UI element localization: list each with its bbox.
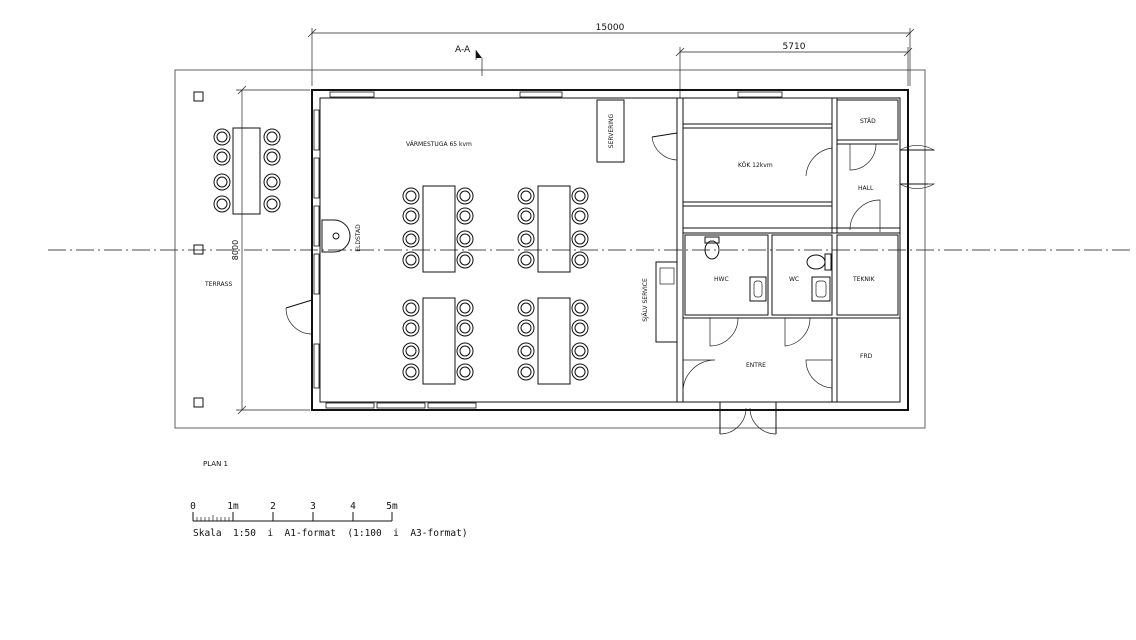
- dining-table-group: [402, 297, 474, 385]
- room-label-sjalvservice: SJÄLV SERVICE: [642, 278, 649, 322]
- building-inner-wall: [319, 97, 901, 403]
- window: [313, 109, 320, 151]
- window: [737, 91, 783, 98]
- room-label-teknik: TEKNIK: [852, 276, 876, 283]
- room-label-varmestuga: VÄRMESTUGA 65 kvm: [406, 141, 472, 148]
- dining-table-group: [517, 297, 589, 385]
- dimension-depth: 8000: [231, 85, 310, 415]
- window: [313, 157, 320, 199]
- terrace-door: [285, 299, 313, 335]
- teknik-room: [836, 234, 899, 316]
- dining-table-group: [517, 185, 589, 273]
- dining-table-group: [402, 185, 474, 273]
- room-label-terrass: TERRASS: [204, 281, 232, 288]
- plan-title: PLAN 1: [203, 460, 228, 468]
- stad-room: [836, 99, 899, 141]
- room-label-wc: WC: [789, 276, 799, 283]
- sink: [659, 267, 675, 285]
- window: [313, 253, 320, 295]
- scale-tick-5: 5m: [386, 501, 398, 512]
- overall-width-label: 15000: [596, 23, 625, 33]
- scale-tick-0: 0: [190, 501, 196, 512]
- self-service-counter: [655, 261, 678, 343]
- scale-tick-1: 1m: [227, 501, 239, 512]
- window: [325, 402, 375, 409]
- scale-tick-2: 2: [270, 501, 276, 512]
- scale-caption: Skala 1:50 i A1-format (1:100 i A3-forma…: [193, 528, 468, 539]
- depth-label: 8000: [231, 240, 240, 260]
- room-label-servering: SERVERING: [608, 113, 615, 148]
- window: [329, 91, 375, 98]
- entre-room: [682, 317, 900, 402]
- room-label-kok: KÖK 12kvm: [738, 162, 773, 169]
- dimension-overall: 15000: [307, 23, 915, 86]
- wc-room: [771, 234, 833, 316]
- window: [427, 402, 477, 409]
- terrace-post: [193, 91, 204, 102]
- terrace-table-group: [213, 127, 281, 215]
- room-label-entre: ENTRE: [746, 362, 766, 369]
- entrance-door: [719, 402, 777, 435]
- terrace-outline: [174, 69, 926, 429]
- window: [313, 205, 320, 247]
- building-outer-wall: [311, 89, 909, 411]
- window: [376, 402, 426, 409]
- room-label-eldstad: ELDSTAD: [355, 224, 362, 252]
- window: [313, 343, 320, 389]
- partition-wall: [676, 97, 684, 403]
- scale-tick-4: 4: [350, 501, 356, 512]
- section-marker-label: A-A: [455, 45, 471, 55]
- section-marker: A-A: [455, 45, 483, 76]
- fireplace: [321, 219, 351, 253]
- terrace-post: [193, 397, 204, 408]
- kitchen-door: [651, 132, 678, 161]
- servering-counter: [596, 99, 625, 163]
- hwc-room: [684, 234, 769, 316]
- terrace-post: [193, 244, 204, 255]
- room-label-frd: FRD: [860, 353, 873, 360]
- scale-tick-3: 3: [310, 501, 316, 512]
- scale-bar: 0 1m 2 3 4 5m Skala 1:50 i A1-format (1:…: [190, 501, 467, 539]
- room-label-stad: STÄD: [860, 118, 876, 125]
- kitchen-width-label: 5710: [783, 42, 806, 52]
- room-label-hall: HALL: [858, 185, 874, 192]
- window: [519, 91, 563, 98]
- hall-room: [837, 143, 936, 232]
- room-label-hwc: HWC: [714, 276, 729, 283]
